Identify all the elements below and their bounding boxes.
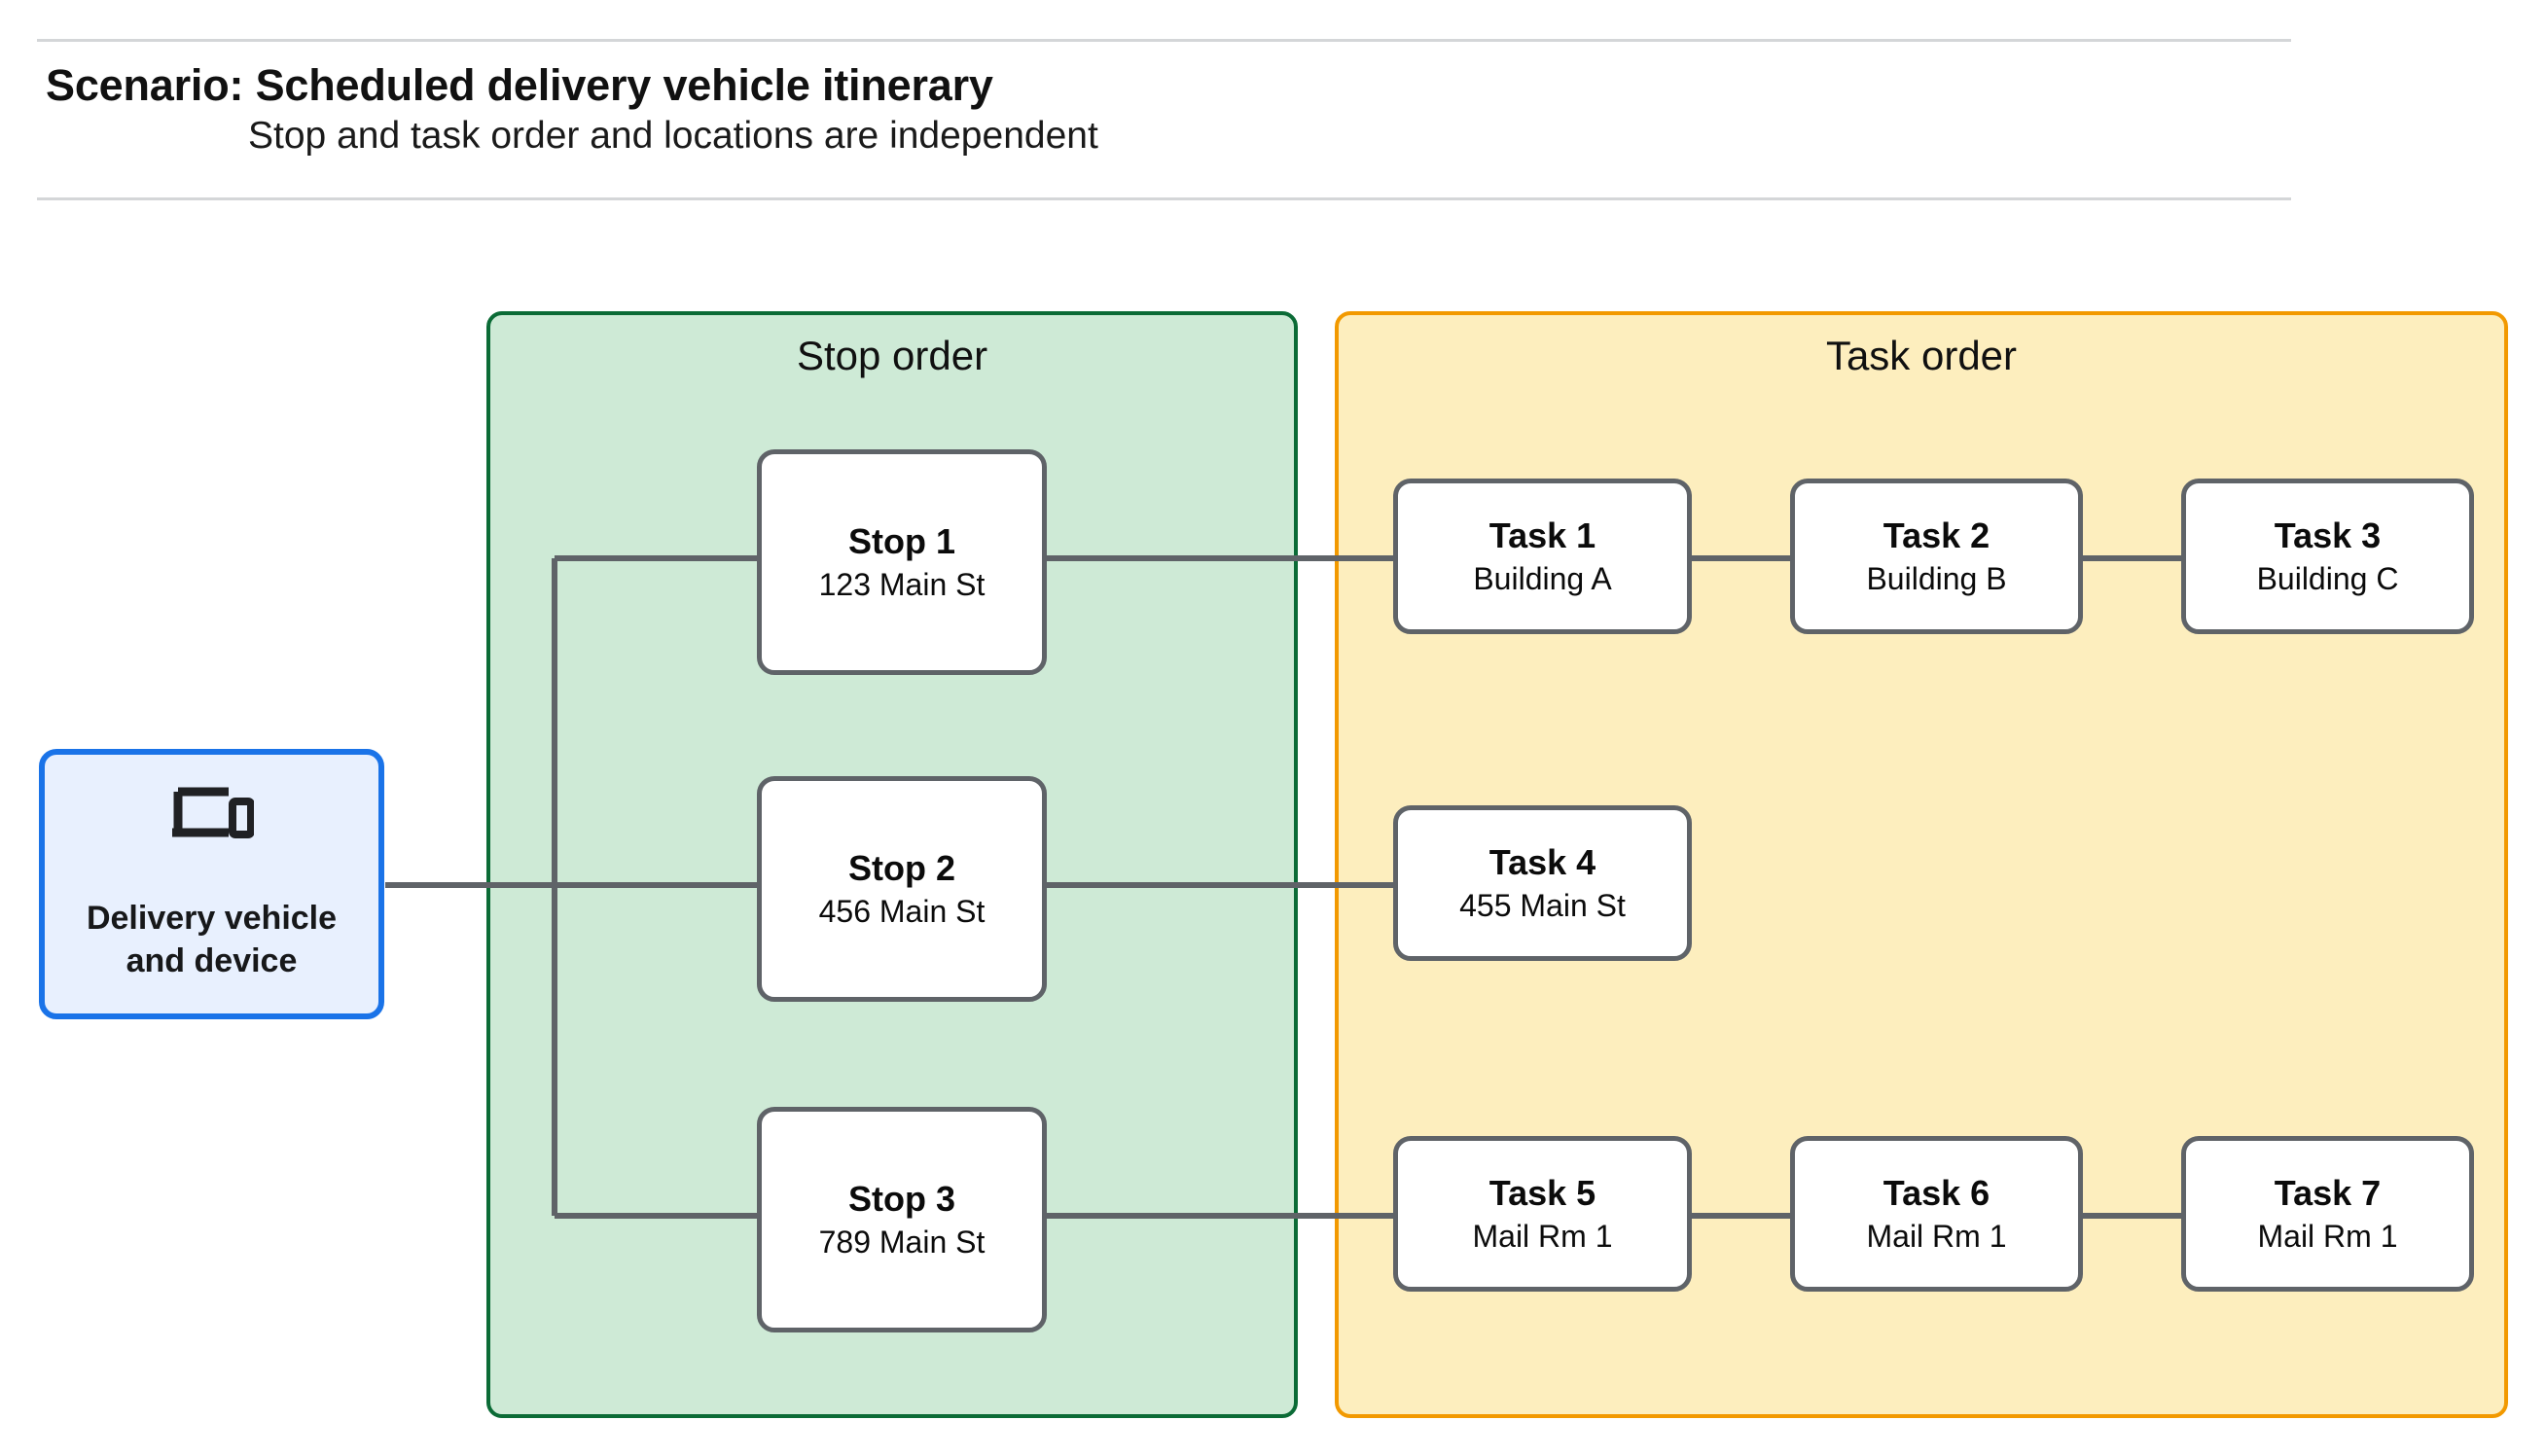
page-title: Scenario: Scheduled delivery vehicle iti…: [46, 60, 993, 110]
stop-node-3[interactable]: Stop 3 789 Main St: [757, 1107, 1047, 1332]
task-node-location: Building C: [2256, 560, 2399, 596]
page-subtitle: Stop and task order and locations are in…: [248, 115, 1098, 157]
task-node-location: Mail Rm 1: [2257, 1218, 2398, 1254]
devices-laptop-phone-icon: [170, 786, 255, 853]
task-node-location: Mail Rm 1: [1866, 1218, 2007, 1254]
task-node-title: Task 6: [1883, 1173, 1990, 1214]
task-node-5[interactable]: Task 5 Mail Rm 1: [1393, 1136, 1692, 1292]
task-node-location: Building A: [1473, 560, 1612, 596]
stop-node-address: 789 Main St: [818, 1224, 986, 1260]
stop-node-address: 123 Main St: [818, 566, 986, 602]
task-node-6[interactable]: Task 6 Mail Rm 1: [1790, 1136, 2083, 1292]
header-divider-top: [37, 39, 2291, 42]
stop-node-address: 456 Main St: [818, 893, 986, 929]
task-node-title: Task 3: [2274, 515, 2382, 556]
task-node-3[interactable]: Task 3 Building C: [2181, 479, 2474, 634]
task-node-location: 455 Main St: [1459, 887, 1626, 923]
task-node-title: Task 2: [1883, 515, 1990, 556]
task-node-title: Task 1: [1488, 515, 1596, 556]
stop-node-title: Stop 2: [847, 848, 955, 889]
stop-node-1[interactable]: Stop 1 123 Main St: [757, 449, 1047, 675]
task-node-2[interactable]: Task 2 Building B: [1790, 479, 2083, 634]
stop-node-title: Stop 3: [847, 1179, 955, 1220]
delivery-vehicle-and-device-node[interactable]: Delivery vehicle and device: [39, 749, 384, 1019]
task-node-title: Task 4: [1488, 842, 1596, 883]
task-node-1[interactable]: Task 1 Building A: [1393, 479, 1692, 634]
task-node-7[interactable]: Task 7 Mail Rm 1: [2181, 1136, 2474, 1292]
task-node-title: Task 5: [1488, 1173, 1596, 1214]
stop-order-group-title: Stop order: [796, 333, 988, 378]
task-node-title: Task 7: [2274, 1173, 2382, 1214]
task-order-group-title: Task order: [1825, 333, 2018, 378]
stop-node-2[interactable]: Stop 2 456 Main St: [757, 776, 1047, 1002]
header-divider-bottom: [37, 197, 2291, 200]
page-header: Scenario: Scheduled delivery vehicle iti…: [0, 0, 2546, 209]
stop-node-title: Stop 1: [847, 521, 955, 562]
vehicle-node-label: Delivery vehicle and device: [86, 900, 338, 979]
task-node-location: Mail Rm 1: [1472, 1218, 1613, 1254]
task-node-4[interactable]: Task 4 455 Main St: [1393, 805, 1692, 961]
task-node-location: Building B: [1866, 560, 2007, 596]
